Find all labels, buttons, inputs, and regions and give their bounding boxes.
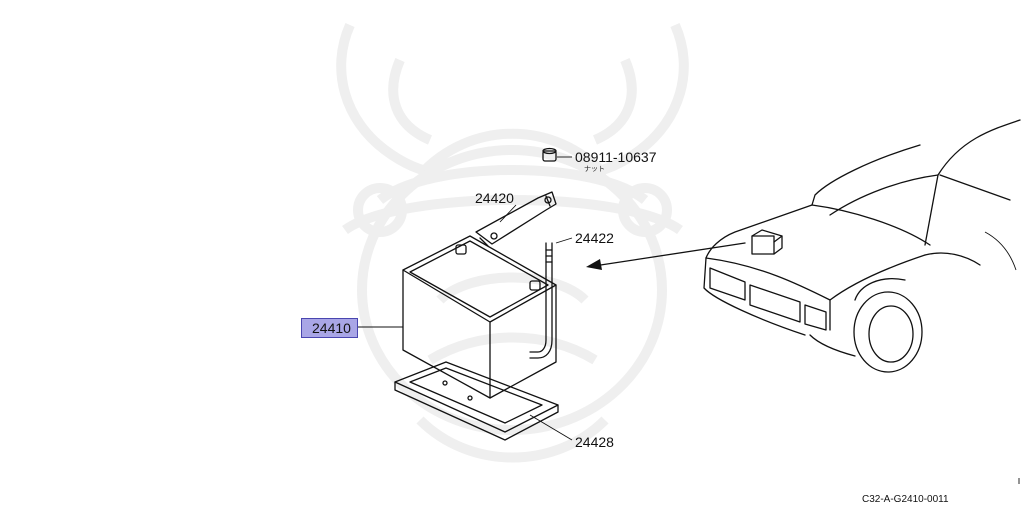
car-illustration xyxy=(703,119,1021,373)
samurai-helmet-watermark-icon xyxy=(336,22,689,463)
leader-lines xyxy=(355,156,573,441)
clamp-part xyxy=(475,191,557,247)
callout-clamp[interactable]: 24420 xyxy=(475,190,514,206)
diagram-code: C32-A-G2410-0011 xyxy=(862,494,949,505)
callout-battery[interactable]: 24410 xyxy=(301,318,358,338)
battery-part xyxy=(402,235,557,399)
callout-tray[interactable]: 24428 xyxy=(575,434,614,450)
callout-rod[interactable]: 24422 xyxy=(575,230,614,246)
location-arrow xyxy=(586,242,746,270)
callout-nut-note: ナット xyxy=(584,166,605,173)
callout-nut[interactable]: 08911-10637 xyxy=(575,149,657,165)
rod-part xyxy=(529,242,553,359)
tray-part xyxy=(394,361,559,441)
nut-part xyxy=(542,147,557,162)
